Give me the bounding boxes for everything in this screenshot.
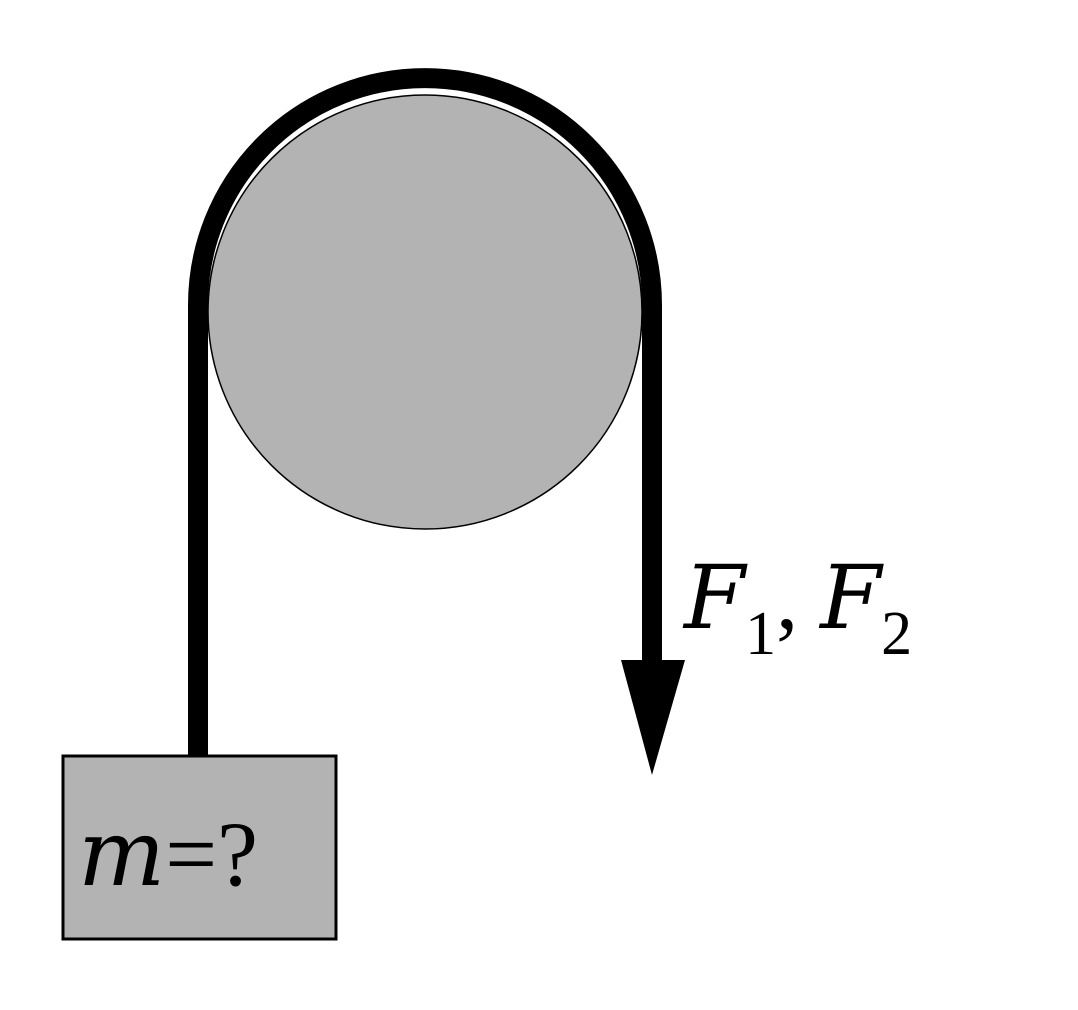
hanging-mass-block <box>61 754 338 941</box>
rope <box>188 68 662 755</box>
force-label: F1,F2 <box>682 546 912 668</box>
pulley-wheel <box>207 94 643 530</box>
force-arrowhead <box>621 660 685 775</box>
mass-label: m=? <box>78 800 258 907</box>
